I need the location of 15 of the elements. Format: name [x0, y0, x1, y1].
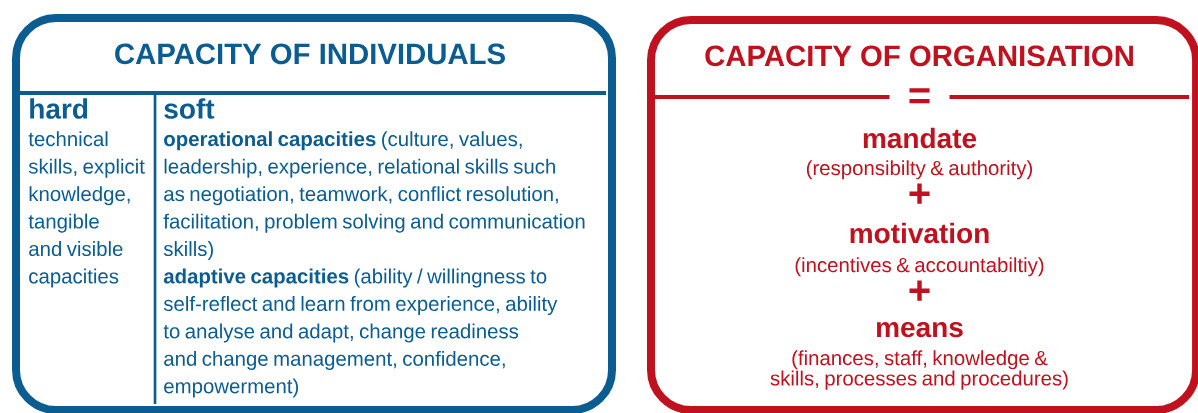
panel-title: CAPACITY OF ORGANISATION	[705, 45, 1133, 67]
operator-symbol: =	[909, 88, 930, 104]
factor-description: (incentives & accountabiltiy)	[795, 257, 1044, 277]
factor-description: (finances, staff, knowledge & skills, processes and procedures)	[770, 350, 1068, 390]
panel	[12, 14, 616, 413]
factor-heading: motivation	[850, 222, 989, 244]
panel	[647, 16, 1198, 413]
factor-heading: mandate	[863, 127, 977, 149]
factor-heading: means	[877, 321, 963, 338]
factor-description: (responsibilty & authority)	[806, 160, 1033, 180]
panel-title: CAPACITY OF INDIVIDUALS	[115, 43, 505, 65]
text-column: soft operational capacities (culture, values, leadership, experience, relational skills such as negotiation, teamwork, conflict resolution, facilitation, problem solving and communication skills) adaptive capacities (ability / willingness to self-reflect and learn from experience, ability to analyse and adapt, change readiness and change management, confidence, empowerment)	[163, 98, 585, 398]
operator-symbol: +	[909, 183, 930, 204]
text-column: hard technical skills, explicit knowledge, tangible and visible capacities	[28, 98, 145, 288]
operator-symbol: +	[909, 280, 930, 301]
